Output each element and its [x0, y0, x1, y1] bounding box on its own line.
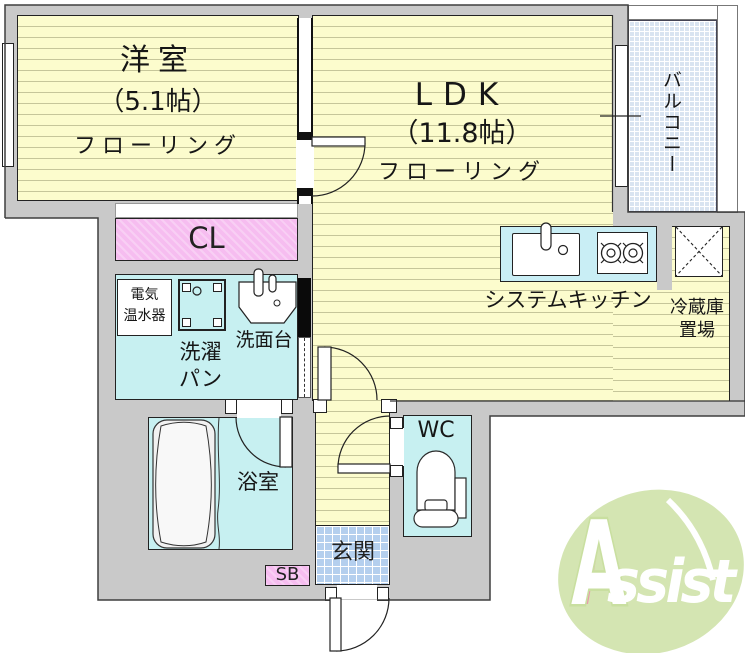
laundry-pan [178, 279, 226, 331]
hall-door-leaf [317, 346, 332, 401]
partition-door-opening [296, 140, 314, 188]
washbasin-drain [273, 299, 281, 307]
logo-leaf-cut [665, 497, 716, 581]
room-door-arc [311, 142, 366, 197]
bathroom-jamb-left [225, 399, 237, 414]
wc-door-leaf [337, 463, 391, 474]
sliding-door-dash [304, 338, 305, 397]
toilet-side-panel [454, 477, 467, 519]
bathroom-label: 浴室 [237, 470, 279, 494]
partition-cap-a [297, 132, 313, 140]
bath-divider-line [217, 417, 220, 550]
kitchen-label: システムキッチン [484, 288, 652, 312]
ldk-flooring: フローリング [377, 160, 546, 185]
laundry-label-1: 洗濯 [179, 340, 222, 364]
hallway-floor [315, 401, 390, 525]
toilet-bowl [413, 509, 459, 528]
room-door-leaf [311, 136, 366, 147]
laundry-pan-drain [192, 286, 202, 296]
shoebox [265, 565, 310, 586]
outer-contour-2 [5, 217, 337, 601]
stove-burners [600, 242, 644, 264]
kitchen-side-wall [657, 226, 672, 290]
western-room-flooring: フローリング [73, 134, 242, 159]
closet-door-strip [115, 203, 298, 218]
bath-door-leaf [279, 416, 293, 468]
closet-label: CL [188, 221, 225, 255]
fridge-label-1: 冷蔵庫 [670, 297, 724, 318]
fridge-space-cross [675, 226, 723, 277]
pan-corner-bl [182, 318, 191, 327]
washroom-wall-bar [298, 278, 311, 337]
entrance-label: 玄関 [330, 540, 375, 565]
partition-cap-b [297, 188, 313, 196]
wc-label: WC [417, 418, 455, 443]
hall-door-arc [323, 346, 378, 401]
sink-drain [557, 244, 569, 256]
basin-label: 洗面台 [235, 329, 293, 351]
laundry-label-2: パン [178, 367, 223, 391]
logo-rest: ssist [607, 546, 738, 617]
bath-door-arc [235, 416, 287, 468]
pan-corner-br [213, 318, 222, 327]
assist-logo: A ssist [558, 489, 744, 653]
front-door-leaf [329, 597, 342, 652]
front-door-opening [337, 585, 377, 599]
outer-contour-1 [4, 4, 745, 601]
pan-corner-tl [182, 283, 191, 292]
shoebox-label: SB [275, 564, 300, 585]
wc-door-arc [337, 415, 391, 469]
wc-door-opening [390, 428, 404, 466]
entrance-floor [315, 525, 390, 585]
bathroom-jamb-right [281, 399, 293, 414]
washroom-sliding-door [298, 337, 311, 398]
partition-wall-bottom [297, 196, 313, 204]
western-room-size: （5.1帖） [98, 87, 218, 117]
balcony-label: バルコニー [660, 69, 682, 175]
heater-label-2: 温水器 [123, 308, 166, 324]
ldk-floor [312, 15, 613, 401]
water-heater-box [117, 279, 172, 336]
heater-label-1: 電気 [130, 287, 159, 303]
wc-jamb-top [390, 417, 403, 429]
toilet-seat [424, 499, 448, 512]
fridge-label-2: 置場 [679, 320, 715, 341]
ldk-size: （11.8帖） [391, 118, 533, 149]
sink-faucet [540, 222, 552, 251]
logo-a-pink [576, 543, 599, 604]
ldk-name: LDK [414, 77, 510, 113]
pan-corner-tr [213, 283, 222, 292]
logo-leaf [558, 489, 744, 653]
closet-floor [115, 218, 298, 261]
hall-jamb-right [381, 399, 397, 413]
front-door-arc [335, 597, 390, 652]
washbasin-handle [268, 274, 277, 293]
bathroom-door-opening [237, 400, 281, 418]
washbasin-faucet [253, 268, 264, 297]
logo-a: A [571, 496, 627, 632]
toilet-tank [416, 450, 456, 511]
balcony-floor [628, 20, 717, 212]
partition-wall-top [297, 18, 313, 132]
western-room-name: 洋室 [120, 43, 196, 78]
western-room-floor [17, 15, 299, 201]
washbasin-bowl [238, 281, 297, 324]
bathtub-inner [155, 421, 212, 547]
